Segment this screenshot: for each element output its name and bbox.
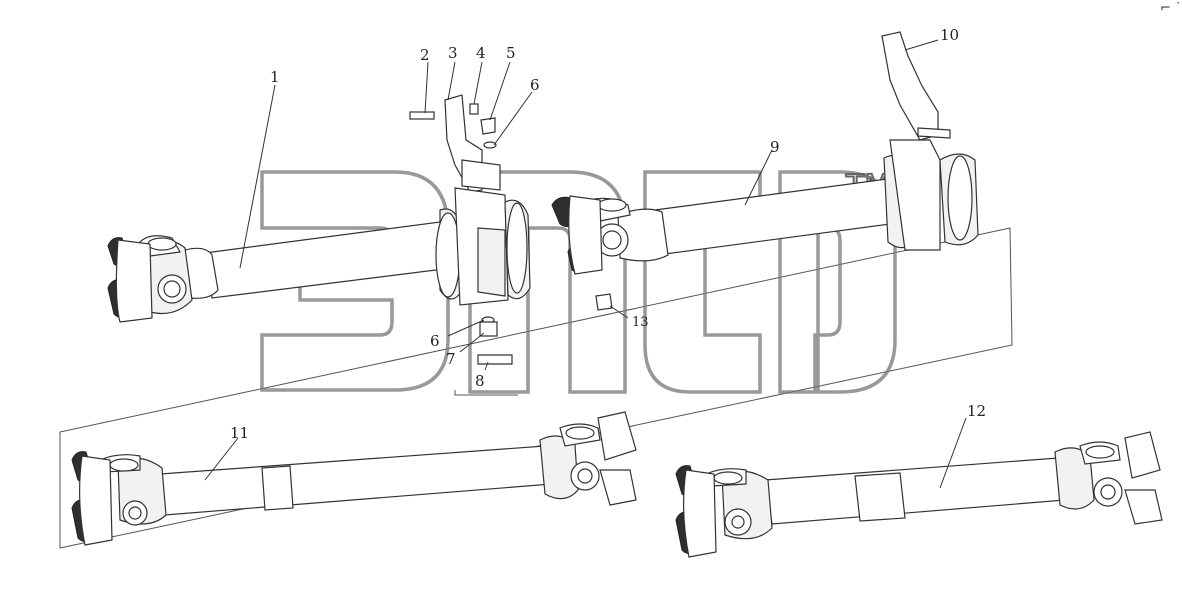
corner-mark: ⌐ ˙˙: [1160, 1, 1182, 16]
callout-2: 2: [420, 46, 430, 64]
background-frames: [59, 227, 1013, 549]
driveshaft-11: [71, 411, 637, 546]
driveshaft-12: [675, 431, 1163, 558]
callout-9: 9: [770, 138, 780, 156]
callout-4: 4: [476, 44, 486, 62]
callout-10: 10: [940, 26, 959, 44]
driveshaft-1: [107, 221, 453, 323]
driveshaft-9: [551, 139, 979, 275]
callout-5: 5: [506, 44, 516, 62]
leader-lines: [204, 39, 967, 489]
callout-3: 3: [448, 44, 458, 62]
callout-11: 11: [230, 424, 249, 442]
callout-12: 12: [967, 402, 986, 420]
callout-1: 1: [270, 68, 280, 86]
callout-8: 8: [475, 372, 485, 390]
nut-13: [595, 293, 613, 311]
bracket-10: [881, 31, 951, 141]
callout-labels: 1 2 3 4 5 6 6 7 8 9 10 11 12 13: [230, 26, 986, 442]
callout-6-upper: 6: [530, 76, 540, 94]
callout-13: 13: [632, 315, 649, 330]
center-bearing-assembly: [409, 94, 531, 365]
callout-6-lower: 6: [430, 332, 440, 350]
callout-7: 7: [446, 350, 456, 368]
